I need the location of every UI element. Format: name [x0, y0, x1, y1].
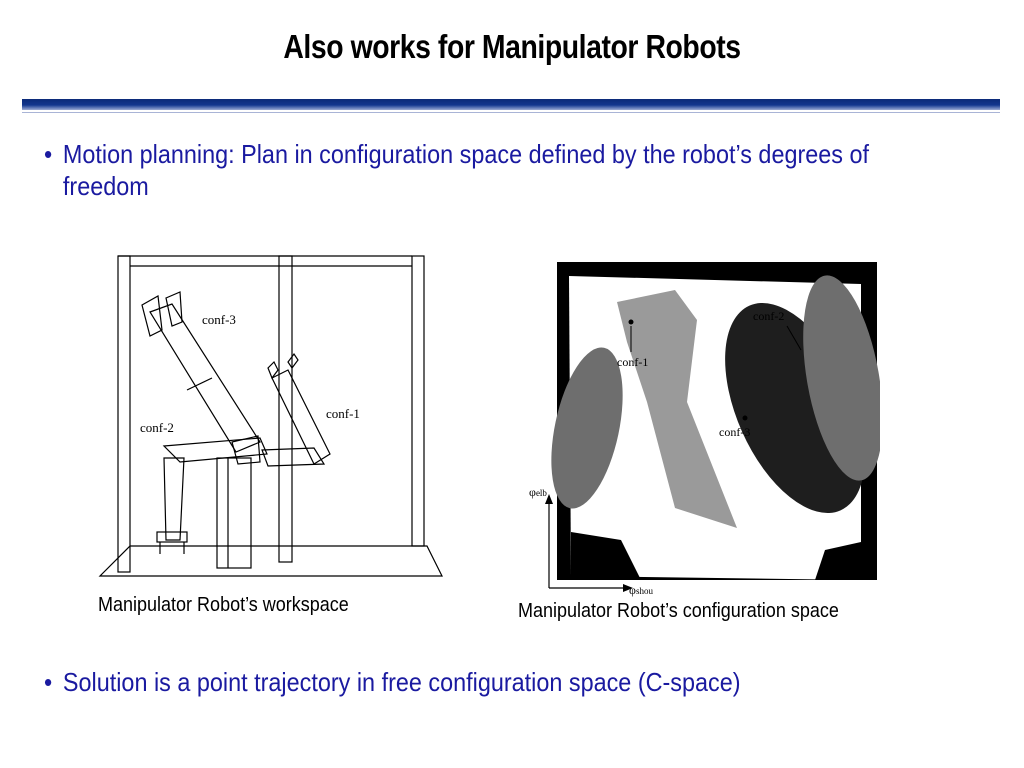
- bullet-marker: •: [44, 667, 53, 697]
- arm-conf3: [149, 303, 261, 453]
- shoulder-link: [162, 437, 268, 463]
- cspace-label-conf2: conf-2: [753, 309, 784, 323]
- x-axis-label: φshou: [629, 583, 653, 597]
- title-divider-thin: [22, 112, 1000, 113]
- label-conf3: conf-3: [202, 312, 236, 327]
- ground-plane: [98, 545, 443, 577]
- obstacle-gray-left: [551, 347, 623, 509]
- label-conf2: conf-2: [140, 420, 174, 435]
- y-axis-label: φelb: [529, 485, 547, 499]
- bullet-marker: •: [44, 139, 53, 169]
- base-column: [216, 457, 252, 569]
- obstacle-dark-bottom: [571, 532, 641, 580]
- label-conf1: conf-1: [326, 406, 360, 421]
- cspace-label-conf3: conf-3: [719, 425, 750, 439]
- arm-conf1: [261, 447, 326, 467]
- left-post: [117, 255, 131, 573]
- cspace-label-conf1: conf-1: [617, 355, 648, 369]
- right-post: [411, 255, 425, 547]
- slide-title: Also works for Manipulator Robots: [283, 28, 741, 65]
- workspace-caption: Manipulator Robot’s workspace: [98, 594, 349, 616]
- workspace-figure: conf-3 conf-2 conf-1: [98, 255, 443, 577]
- bullet-text: Solution is a point trajectory in free c…: [62, 667, 741, 697]
- mid-post: [278, 255, 293, 563]
- bullet-text: Motion planning: Plan in configuration s…: [62, 139, 870, 201]
- bullet-solution: • Solution is a point trajectory in free…: [44, 666, 944, 698]
- bullet-motion-planning: • Motion planning: Plan in configuration…: [44, 138, 926, 202]
- cspace-figure: conf-1 conf-2 conf-3 φelb φshou: [529, 262, 880, 597]
- arm-conf2: [163, 457, 185, 541]
- obstacle-gray-right: [803, 275, 880, 481]
- title-divider: [22, 99, 1000, 110]
- cspace-caption: Manipulator Robot’s configuration space: [518, 600, 839, 622]
- obstacle-light-wedge: [617, 290, 737, 528]
